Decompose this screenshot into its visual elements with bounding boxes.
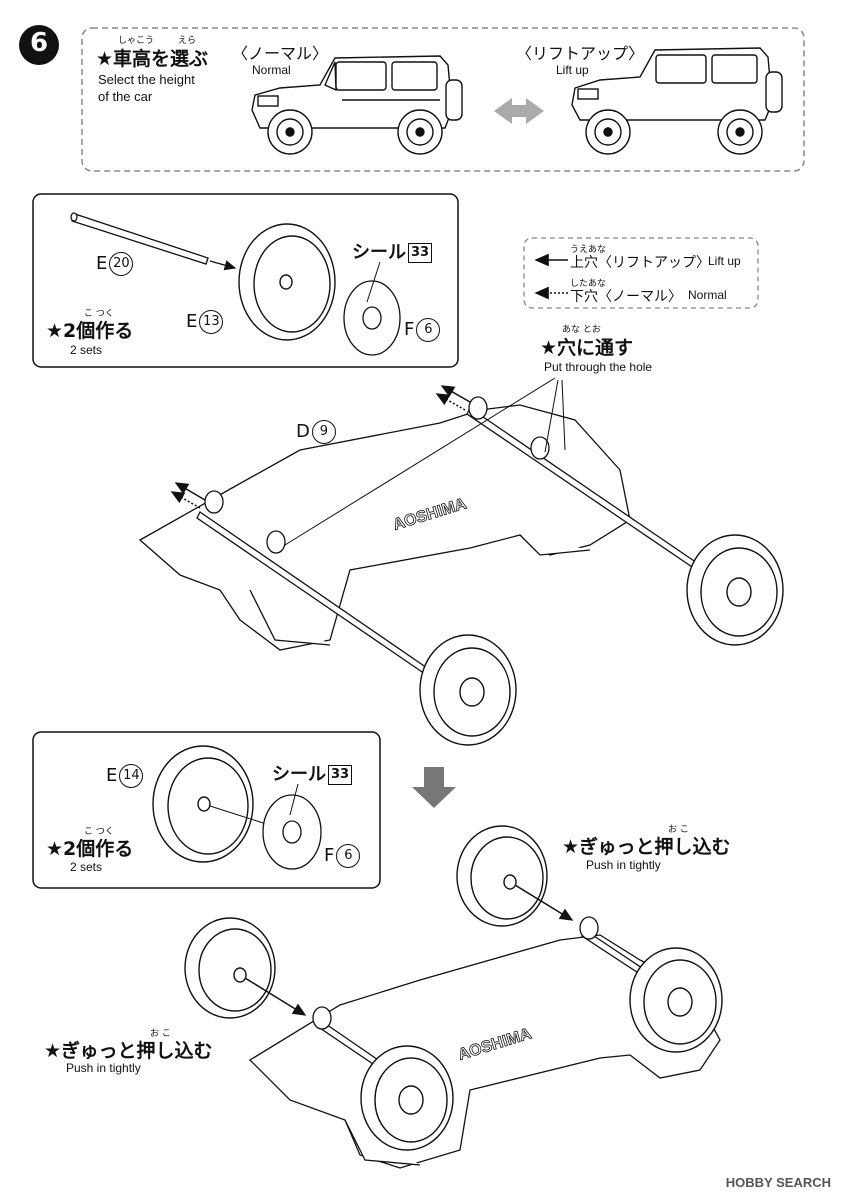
legend-down-jp: 下穴〈ノーマル〉 [570,289,682,305]
hole-en: Put through the hole [544,360,653,374]
part-e20-letter: E [96,253,108,274]
car-liftup-drawing [571,47,783,155]
part-f6-number-2: 6 [336,844,361,868]
height-subtitle2: of the car [98,89,153,104]
part-d9-number: 9 [311,420,336,444]
push2-label: ★ぎゅっと押し込む [44,1040,213,1062]
part-e13-number: 13 [199,310,224,334]
watermark: HOBBY SEARCH [725,1175,831,1190]
push1-en: Push in tightly [586,858,661,872]
part-e13-letter: E [186,311,198,332]
push-arrow-2 [244,977,307,1016]
seal-leader-2 [289,783,299,816]
seal-text-1: シール [352,242,406,263]
wheel-front-mounted [686,534,784,646]
part-e20-number: 20 [109,252,134,276]
make2-en-2: 2 sets [70,860,103,874]
legend-down-en: Normal [688,288,727,302]
assembly-box-1 [32,193,459,368]
legend-up-jp: 上穴〈リフトアップ〉 [570,255,710,271]
height-select-box [81,27,805,172]
make2-label-2: ★2個作る [46,838,134,860]
hole-legend-box [523,237,759,309]
hole-leader-c [561,379,566,451]
step-number: 6 [29,28,49,58]
assembly-box-2 [32,731,381,889]
part-f6-number-1: 6 [416,318,441,342]
height-subtitle: Select the height [98,72,195,87]
legend-up-ruby: うえあな [570,245,607,255]
push1-ruby: お こ [668,825,689,835]
wheel-f6-b [262,794,322,870]
wheel-push-2 [184,917,276,1019]
seal-number-1: 33 [408,243,433,263]
part-e14-number: 14 [119,764,144,788]
push1-label: ★ぎゅっと押し込む [562,836,731,858]
axle-insert-arrow [209,260,237,271]
part-f6-letter-1: F [404,319,415,340]
front-solid-arrow [440,385,471,403]
wheel-f6 [343,280,401,356]
hole-label: ★穴に通す [540,337,634,359]
axle-e20 [70,212,209,265]
compare-arrow [494,98,544,124]
height-title: ★車高を選ぶ [96,48,209,70]
rear-dotted-arrow [170,491,201,509]
wheel-rear-assembled [360,1045,454,1151]
wheel-rear-mounted [419,634,517,746]
part-e14-letter: E [106,765,118,786]
make2-en-1: 2 sets [70,343,103,357]
normal-label-en: Normal [252,63,291,77]
rear-solid-arrow [174,482,206,501]
hole-leader-a [284,377,556,546]
tire-e13 [238,223,336,341]
chassis-d9 [138,404,631,651]
push2-ruby: お こ [150,1029,171,1039]
make2-ruby-2: こ つく [84,827,114,837]
down-arrow [412,767,456,808]
step-badge [19,25,59,65]
push2-en: Push in tightly [66,1061,141,1075]
lift-label-jp: 〈リフトアップ〉 [516,44,645,63]
tire-e14 [152,745,254,863]
push-arrow-1 [514,884,574,921]
car-normal-drawing [251,55,463,155]
wheel-front-assembled [629,947,723,1053]
height-title-ruby-1: しゃこう [118,36,155,46]
make2-ruby-1: こ つく [84,309,114,319]
normal-label-jp: 〈ノーマル〉 [232,44,329,63]
height-title-ruby-2: えら [178,36,197,46]
make2-label-1: ★2個作る [46,320,134,342]
legend-up-en: Lift up [708,254,741,268]
lift-label-en: Lift up [556,63,589,77]
seal-number-2: 33 [328,765,353,785]
legend-down-ruby: したあな [570,279,607,289]
hole-ruby: あな とお [562,325,601,335]
seal-text-2: シール [272,764,326,785]
part-f6-letter-2: F [324,845,335,866]
part-d9-letter: D [296,421,310,442]
hole-leader-b [544,379,559,453]
seal-leader-1 [366,261,381,303]
wheel-push-1 [456,825,548,927]
front-dotted-arrow [435,393,466,411]
